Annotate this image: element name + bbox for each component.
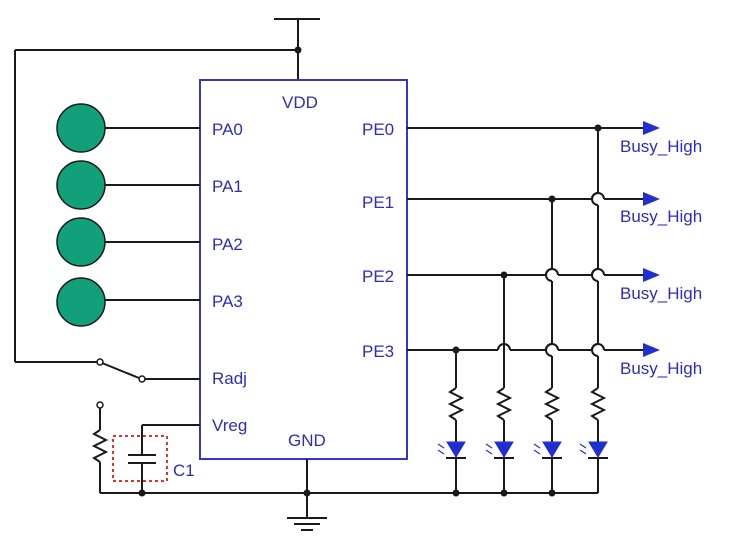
output-arrow-pe0 — [643, 121, 660, 135]
pe3-output — [407, 343, 660, 357]
led-branch-pe2 — [485, 275, 514, 493]
vreg-network: C1 — [91, 401, 200, 493]
led-pe0 — [588, 441, 608, 458]
pin-label-pe1: PE1 — [362, 193, 394, 212]
pe2-output — [407, 268, 660, 282]
output-arrow-pe3 — [643, 343, 660, 357]
vdd-feedback-wire — [14, 46, 302, 363]
led-pe1 — [542, 441, 562, 458]
led-pe3 — [446, 441, 466, 458]
pin-label-pa0: PA0 — [212, 120, 243, 139]
pin-label-pa2: PA2 — [212, 235, 243, 254]
pe1-output — [407, 192, 660, 206]
radj-switch — [96, 358, 200, 383]
pin-label-pa3: PA3 — [212, 292, 243, 311]
pin-label-pa1: PA1 — [212, 177, 243, 196]
push-button-pa1 — [56, 160, 106, 210]
pin-label-pe0: PE0 — [362, 120, 394, 139]
capacitor-c1-highlight — [112, 435, 168, 482]
output-arrow-pe2 — [643, 268, 660, 282]
led-pe2 — [494, 441, 514, 458]
pin-label-pe2: PE2 — [362, 267, 394, 286]
pe0-output — [407, 121, 660, 135]
capacitor-c1-label: C1 — [173, 461, 195, 480]
pin-label-radj: Radj — [212, 369, 247, 388]
ic-chip — [199, 79, 408, 460]
pin-label-vreg: Vreg — [212, 416, 247, 435]
ground-symbol — [287, 517, 327, 531]
output-label-pe1: Busy_High — [620, 207, 702, 226]
pin-label-vdd: VDD — [282, 93, 318, 112]
push-button-pa0 — [56, 103, 106, 153]
push-button-pa3 — [56, 277, 106, 327]
vdd-junction-dot — [294, 46, 302, 54]
pin-label-pe3: PE3 — [362, 342, 394, 361]
output-label-pe0: Busy_High — [620, 137, 702, 156]
output-arrow-pe1 — [643, 192, 660, 206]
output-label-pe2: Busy_High — [620, 284, 702, 303]
ground-rail — [100, 459, 598, 518]
led-branch-pe3 — [437, 350, 466, 493]
output-label-pe3: Busy_High — [620, 359, 702, 378]
pin-label-gnd: GND — [288, 431, 326, 450]
push-buttons — [56, 103, 200, 327]
push-button-pa2 — [56, 217, 106, 267]
led-branch-pe1 — [533, 199, 562, 493]
led-branch-pe0 — [579, 128, 608, 493]
